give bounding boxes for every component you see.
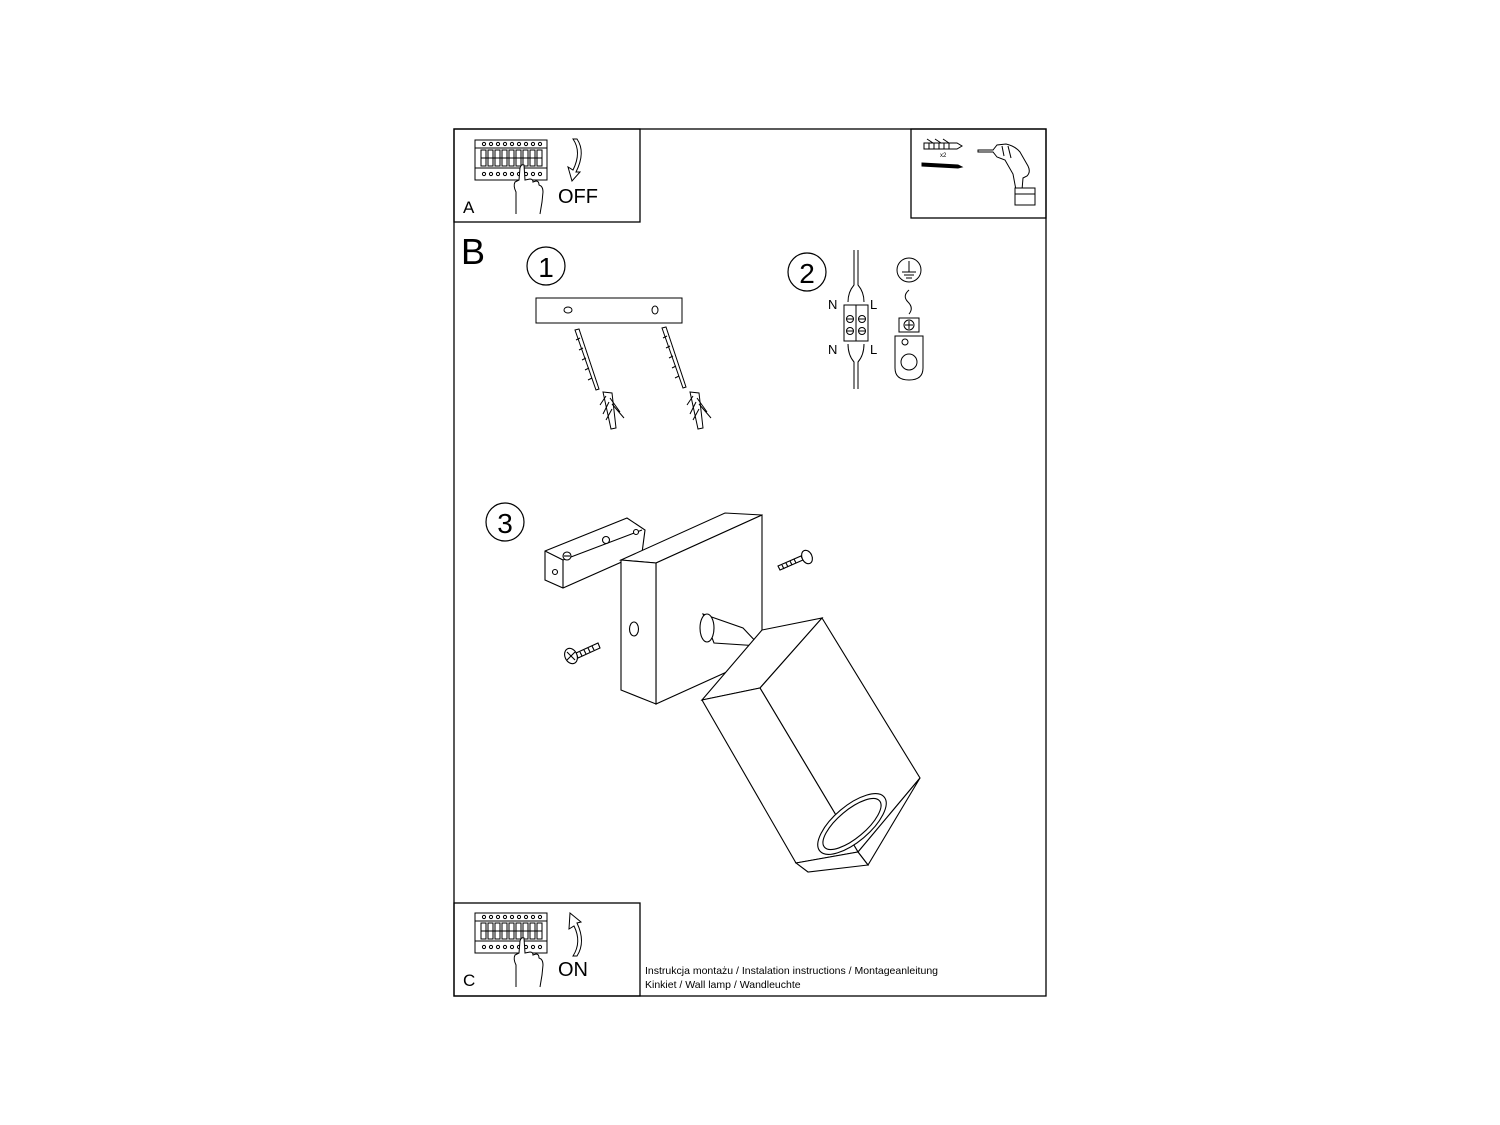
terminal-block: [843, 250, 869, 389]
tools-box: [910, 128, 1047, 219]
panel-b-letter: B: [461, 231, 485, 272]
step-1-badge: [526, 246, 566, 286]
plate-hole-right: [651, 305, 659, 315]
lamp-head: [700, 617, 921, 873]
wire-n-top: N: [828, 297, 837, 312]
tools: x2: [921, 138, 1036, 206]
step-2: 2 N L N L: [787, 250, 924, 389]
plate-hole-left: [563, 306, 573, 314]
plug-quantity: x2: [940, 153, 947, 159]
circuit-breaker-icon-on: [474, 912, 548, 954]
wire-l-top: L: [870, 297, 877, 312]
step-3-badge: [485, 502, 525, 542]
lamp-base-block: [618, 512, 763, 705]
arrow-down-icon: [567, 138, 582, 183]
wire-l-bottom: L: [870, 342, 877, 357]
wire-n-bottom: N: [828, 342, 837, 357]
screw-icon: [921, 162, 964, 169]
step-3-number: 3: [497, 508, 513, 539]
hand-icon-on: [513, 937, 544, 988]
ground-terminal: [894, 289, 924, 381]
panel-a-state: OFF: [558, 186, 598, 208]
step-3: 3: [485, 502, 921, 873]
circuit-breaker-icon: [474, 139, 548, 181]
hand-icon: [513, 164, 544, 215]
ground-symbol-icon: [896, 257, 922, 283]
screw-and-plug-right: [661, 326, 712, 430]
step-2-number: 2: [799, 258, 815, 289]
panel-c-box: [453, 902, 641, 997]
top-screw: [777, 549, 813, 571]
sheet-frame: [453, 128, 1047, 997]
wall-plug-icon: [923, 138, 963, 150]
footer-line-2: Kinkiet / Wall lamp / Wandleuchte: [645, 979, 801, 991]
step-2-badge: [787, 252, 827, 292]
side-screw-hole: [628, 621, 640, 637]
screw-and-plug-left: [574, 328, 625, 430]
panel-a: A OFF: [463, 138, 598, 217]
panel-a-letter: A: [463, 198, 475, 217]
panel-a-box: [453, 128, 641, 223]
side-screw: [564, 642, 601, 665]
mounting-plate: [535, 297, 683, 324]
panel-c-letter: C: [463, 971, 475, 990]
step-1-number: 1: [538, 252, 554, 283]
arrow-up-icon: [568, 911, 583, 957]
step-1: 1: [526, 246, 712, 430]
panel-c-state: ON: [558, 959, 588, 981]
drill-icon: [977, 143, 1036, 206]
wall-bracket: [544, 517, 646, 589]
panel-c: C ON: [463, 911, 588, 990]
footer-line-1: Instrukcja montażu / Instalation instruc…: [645, 965, 938, 977]
